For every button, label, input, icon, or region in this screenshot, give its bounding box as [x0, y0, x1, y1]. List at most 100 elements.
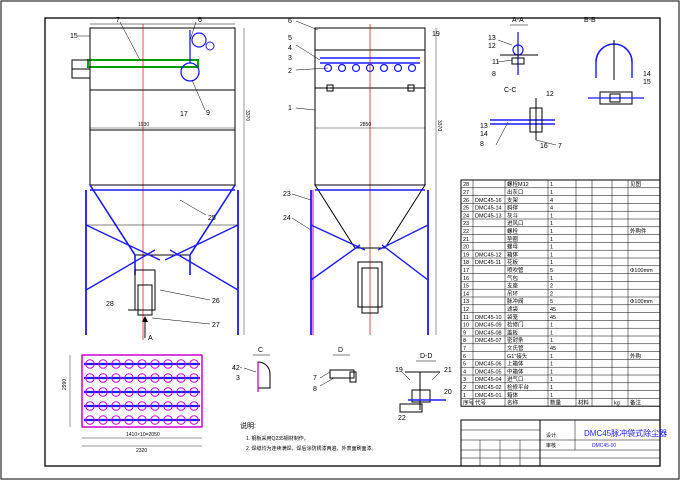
- parts-row-qty: 1: [550, 213, 553, 219]
- parts-row-name: 螺栓: [507, 227, 519, 235]
- parts-row-no: 28: [463, 182, 469, 188]
- detail-c: C: [243, 347, 271, 392]
- filter-bag: [189, 415, 199, 425]
- parts-row-name: 滤袋: [507, 305, 519, 313]
- filter-bag: [150, 373, 160, 383]
- parts-row-no: 18: [463, 260, 469, 266]
- parts-row-code: DMC45-14: [475, 206, 502, 212]
- parts-row-no: 13: [463, 299, 469, 305]
- parts-row-no: 21: [463, 237, 469, 243]
- parts-row-code: DMC45-13: [475, 213, 502, 219]
- callout-side-4: 4: [288, 45, 292, 52]
- title-design-label: 设计: [546, 432, 556, 439]
- filter-bag: [124, 415, 134, 425]
- section-aa-title: A-A: [512, 17, 524, 24]
- filter-bag: [85, 387, 95, 397]
- filter-bag: [85, 373, 95, 383]
- parts-row-name: 螺栓M12: [507, 180, 529, 188]
- parts-row-qty: 45: [550, 346, 556, 352]
- parts-row-code: DMC45-10: [475, 315, 502, 321]
- parts-row-code: DMC45-08: [475, 330, 502, 336]
- title-check-label: 审核: [546, 442, 556, 449]
- callout-front-28: 28: [106, 301, 114, 308]
- parts-row-no: 15: [463, 284, 469, 290]
- filter-bag: [137, 415, 147, 425]
- filter-bag: [189, 359, 199, 369]
- parts-row-code: DMC45-02: [475, 385, 502, 391]
- parts-row-qty: 2: [550, 284, 553, 290]
- filter-bag: [163, 387, 173, 397]
- parts-row-code: DMC45-06: [475, 362, 502, 368]
- parts-row-note: 见图: [630, 180, 642, 188]
- parts-row-qty: 1: [550, 229, 553, 235]
- notes-line1: 1. 钢板采用Q235钢材制作。: [246, 435, 309, 442]
- parts-row-qty: 1: [550, 221, 553, 227]
- parts-row-no: 23: [463, 221, 469, 227]
- dim-front-width: 1930: [138, 122, 149, 128]
- callout-cc-16: 16: [540, 143, 548, 150]
- callout-cc-12: 12: [546, 91, 554, 98]
- parts-row-qty: 1: [550, 338, 553, 344]
- parts-row-name: 出灰口: [507, 188, 524, 196]
- title-block: 设计 审核 DMC45脉冲袋式除尘器 DMC45-00: [460, 419, 667, 467]
- parts-row-no: 26: [463, 198, 469, 204]
- callout-side-1: 1: [288, 105, 292, 112]
- callout-side-24: 24: [283, 215, 291, 222]
- parts-row-no: 9: [463, 330, 466, 336]
- detail-d: D: [319, 347, 357, 387]
- dim-front-height: 3370: [244, 110, 250, 121]
- parts-row-no: 3: [463, 377, 466, 383]
- dim-side-height: 3370: [436, 120, 442, 131]
- parts-row-note: Φ100mm: [630, 268, 653, 274]
- section-cc: C-C: [490, 87, 557, 146]
- parts-row-no: 7: [463, 346, 466, 352]
- parts-row-no: 5: [463, 362, 466, 368]
- dim-plan-left: 2990: [62, 379, 68, 390]
- parts-row-note: 外购: [630, 352, 642, 360]
- parts-header-name: 名称: [507, 399, 519, 407]
- notes: 说明: 1. 钢板采用Q235钢材制作。 2. 焊缝均为连续满焊，焊后涂防锈漆两…: [240, 421, 377, 452]
- filter-bag: [189, 373, 199, 383]
- parts-header-no: 序号: [463, 399, 475, 407]
- filter-bag: [124, 373, 134, 383]
- parts-row-qty: 45: [550, 315, 556, 321]
- parts-row-no: 14: [463, 291, 469, 297]
- parts-row-no: 8: [463, 338, 466, 344]
- parts-row-qty: 1: [550, 330, 553, 336]
- filter-bag: [98, 415, 108, 425]
- callout-bb-15: 15: [643, 79, 651, 86]
- parts-row-name: 吊环: [507, 290, 519, 297]
- callout-side-19: 19: [432, 31, 440, 38]
- dim-plan-total: 2320: [136, 448, 147, 454]
- parts-row-code: DMC45-01: [475, 393, 502, 399]
- parts-row-qty: 2: [550, 291, 553, 297]
- callout-side-6: 6: [288, 18, 292, 25]
- parts-row-qty: 5: [550, 268, 553, 274]
- parts-row-no: 19: [463, 252, 469, 258]
- filter-bag: [163, 415, 173, 425]
- filter-bag: [176, 373, 186, 383]
- callout-dd-21: 21: [444, 367, 452, 374]
- parts-row-name: 中箱体: [507, 367, 524, 375]
- parts-row-no: 27: [463, 190, 469, 196]
- notes-line2: 2. 焊缝均为连续满焊，焊后涂防锈漆两遍，外表面刷面漆。: [246, 445, 377, 452]
- parts-row-name: 检修门: [507, 321, 524, 329]
- parts-row-name: 支架: [507, 196, 519, 204]
- drawing-frame: [44, 17, 661, 467]
- parts-row-name: G1"接头: [507, 352, 528, 360]
- filter-bag: [163, 359, 173, 369]
- parts-row-qty: 1: [550, 276, 553, 282]
- callout-front-15: 15: [70, 33, 78, 40]
- callout-cc-8: 8: [480, 141, 484, 148]
- section-cc-title: C-C: [504, 87, 516, 94]
- detail-dd: D-D: [399, 353, 446, 413]
- filter-bag: [98, 373, 108, 383]
- callout-front-6: 6: [198, 17, 202, 24]
- parts-row-code: DMC45-05: [475, 369, 502, 375]
- parts-header-qty: 数量: [550, 399, 562, 407]
- filter-bag: [85, 359, 95, 369]
- parts-row-name: 螺母: [507, 243, 519, 251]
- parts-row-qty: 1: [550, 369, 553, 375]
- parts-header-material: 材料: [578, 399, 590, 407]
- parts-row-name: 灰斗: [507, 211, 519, 219]
